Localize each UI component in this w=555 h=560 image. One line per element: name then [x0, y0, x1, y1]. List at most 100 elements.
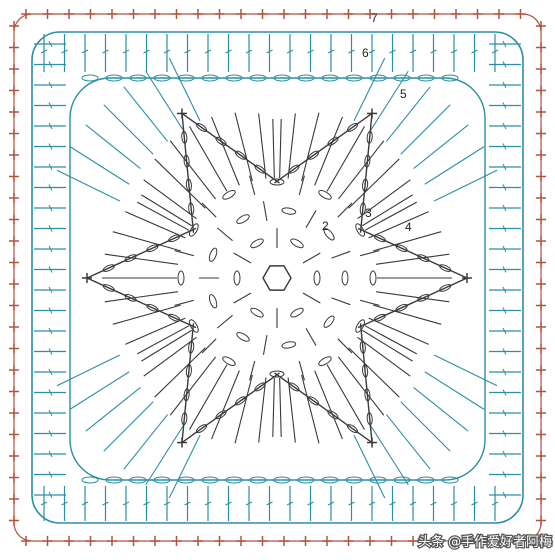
dc-bar-left [48, 348, 53, 355]
dc-bar-top [122, 49, 130, 54]
ch-top [345, 74, 363, 82]
ch-bottom [129, 476, 147, 484]
dc-bar-top [81, 49, 89, 54]
dc-bar-left [48, 204, 53, 212]
dc-bar-right [502, 286, 507, 294]
center-dc [302, 292, 321, 304]
petal-chain [395, 244, 408, 253]
flower-petals [82, 108, 472, 448]
round-labels: 2 3 4 5 6 7 [322, 11, 412, 234]
petal-stitch [279, 118, 282, 179]
center-dc [249, 360, 256, 381]
petal-stitch [189, 126, 228, 192]
teal-round-5 [69, 77, 486, 481]
corner-spoke [56, 169, 121, 202]
petal-stitch [234, 112, 253, 182]
petal-stitch [279, 377, 282, 438]
ch-bottom [249, 476, 267, 484]
watermark-text: 头条 @手作爱好者阿梅 [418, 534, 552, 550]
dc-bar-right [502, 40, 507, 48]
dc-bar-right [502, 450, 507, 458]
petal-chain [307, 396, 320, 406]
center-dc [233, 292, 252, 304]
petal-stitch [125, 317, 186, 345]
corner-spoke [85, 386, 141, 432]
dc-bar-right [502, 102, 507, 109]
dc-bar-top [266, 49, 273, 54]
center-chain [236, 214, 250, 224]
dc-bar-bottom [204, 501, 212, 506]
center-chain [323, 315, 335, 328]
corner-spoke [353, 434, 386, 499]
round-label-2: 2 [322, 219, 329, 233]
petal-stitch [141, 329, 193, 362]
center-chain [313, 270, 321, 286]
center-dc [337, 338, 353, 354]
outer-border-round [9, 9, 546, 546]
ch-top [297, 74, 315, 82]
dc-bar-right [502, 471, 507, 478]
corner-spoke [123, 414, 169, 470]
ch-bottom [273, 476, 291, 484]
center-chain [323, 228, 335, 241]
center-chain [208, 294, 218, 309]
dc-bar-bottom [143, 501, 150, 506]
ch-bottom [225, 476, 243, 484]
ch-bottom [345, 476, 363, 484]
petal-chain [102, 284, 115, 292]
petal-stitch [287, 113, 296, 179]
petal-stitch [211, 116, 240, 186]
center-dc [331, 250, 351, 259]
dc-bar-top [368, 49, 376, 54]
dc-bar-top [184, 49, 191, 54]
petal-stitch [112, 231, 181, 252]
dc-bar-bottom [61, 501, 68, 506]
petal-chain [254, 164, 266, 174]
dc-bar-right [502, 266, 507, 273]
petal-chain [362, 364, 369, 378]
center-hexagon [262, 265, 292, 291]
dc-bar-top [327, 49, 335, 54]
dc-bar-right [502, 430, 507, 437]
petal-stitch [169, 140, 217, 200]
petal-chain [327, 136, 339, 146]
ch-top [81, 74, 99, 82]
center-dc [233, 252, 252, 264]
dc-bar-right [502, 81, 507, 89]
petal-chain [346, 424, 359, 434]
dc-bar-bottom [471, 501, 478, 506]
petal-chain [234, 396, 247, 406]
center-dc [331, 297, 351, 306]
dc-bar-right [502, 184, 507, 191]
petal-chain [183, 388, 190, 402]
center-chain [189, 223, 199, 237]
petal-chain [359, 202, 366, 216]
petal-stitch [368, 211, 429, 239]
petal-chain [215, 410, 227, 420]
dc-bar-top [225, 49, 232, 54]
round-label-7: 7 [371, 11, 378, 25]
petal-chain [366, 412, 373, 426]
petal-stitch [258, 377, 267, 443]
petal-chain [181, 130, 188, 144]
dc-bar-left [48, 430, 53, 437]
petal-stitch [143, 336, 197, 377]
petal-chain [146, 303, 159, 312]
dc-bar-bottom [286, 501, 294, 506]
petal-chain [188, 202, 195, 216]
petal-stitch [357, 336, 411, 377]
petal-chain [168, 234, 181, 243]
corner-spoke [56, 354, 121, 387]
dc-bar-left [48, 471, 53, 478]
ch-top [153, 74, 171, 82]
ch-top [273, 74, 291, 82]
petal-chain [146, 244, 159, 253]
corner-spoke [85, 124, 141, 170]
dc-bar-top [245, 49, 253, 54]
petal-stitch [104, 291, 179, 303]
ch-top [129, 74, 147, 82]
dc-bar-left [48, 122, 53, 130]
petal-chain [373, 234, 386, 243]
center-chain [281, 207, 297, 215]
